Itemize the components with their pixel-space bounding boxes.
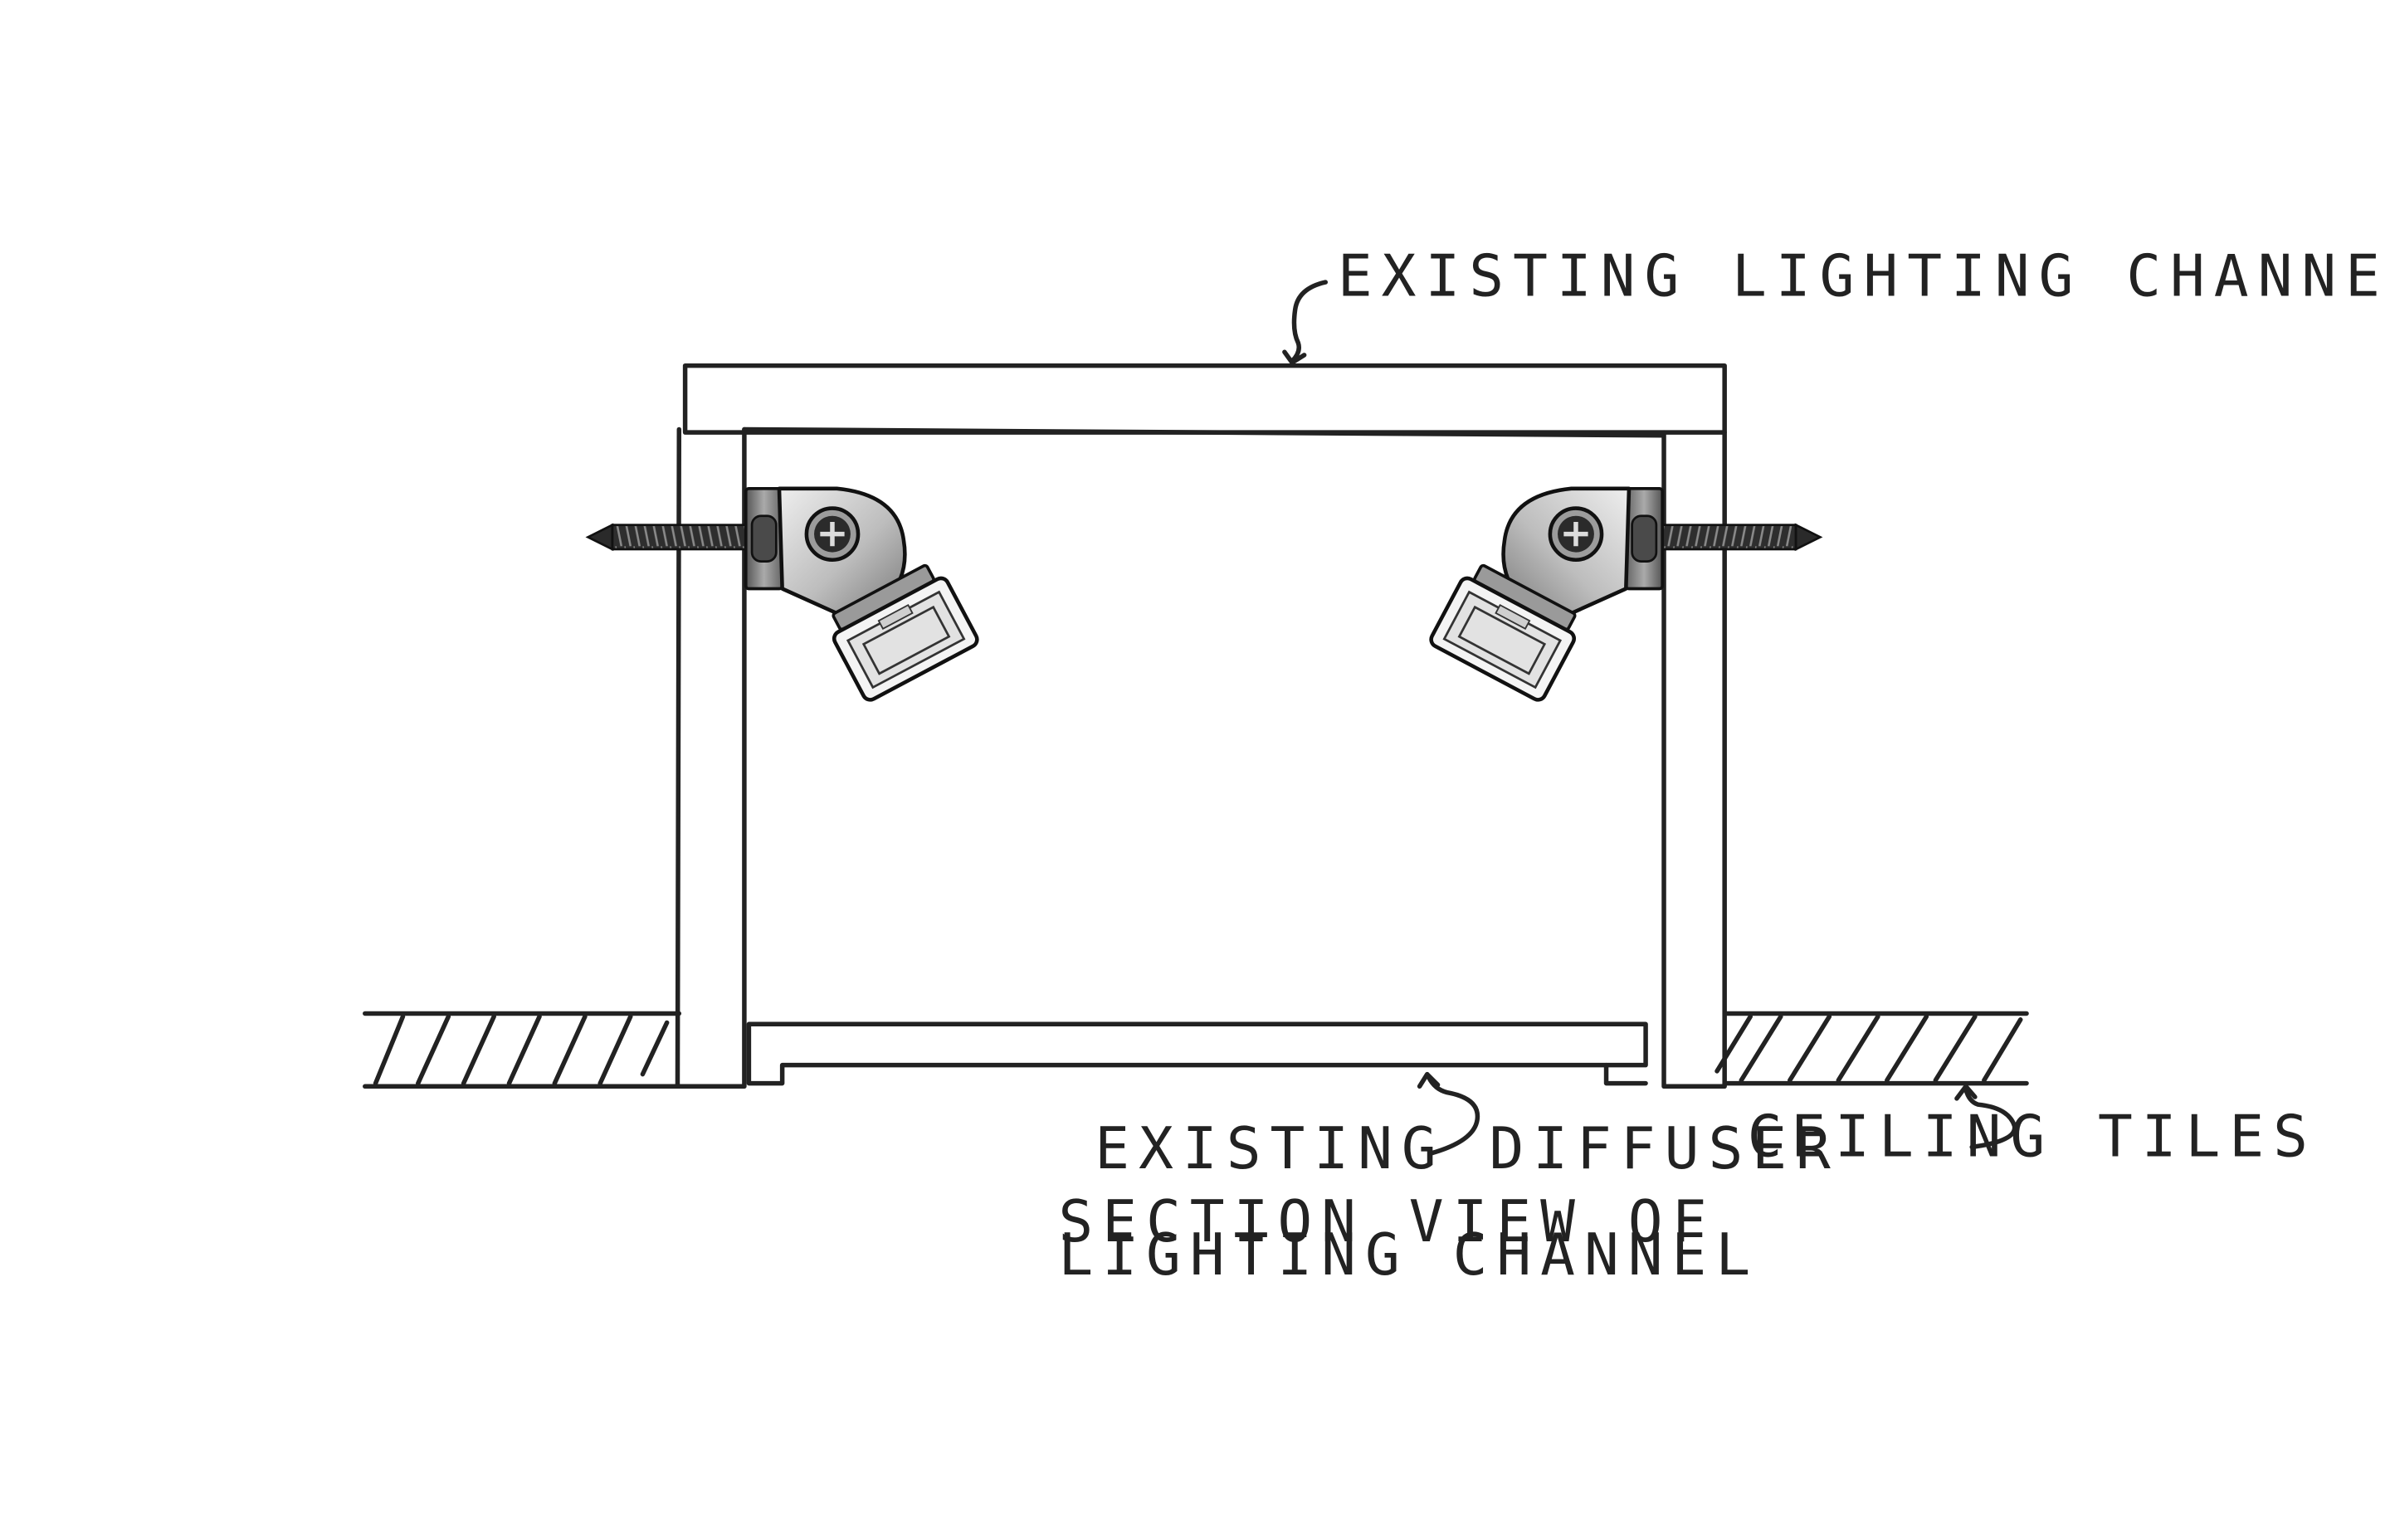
channel-leader-arrow (1282, 280, 1329, 365)
ceiling-tile-right (1714, 1011, 2029, 1086)
diffuser-leader-arrow (1417, 1071, 1480, 1156)
channel-top-beam (682, 363, 1727, 435)
title-line-2: LIGHTING CHANNEL (1058, 1222, 1759, 1289)
right-spotlight-icon (1428, 489, 1820, 703)
diffuser-label: EXISTING DIFFUSER (1095, 1116, 1840, 1182)
diffuser (746, 1021, 1648, 1086)
tiles-label: CEILING TILES (1748, 1104, 2317, 1170)
left-spotlight-icon (588, 489, 980, 703)
ceiling-tile-left (363, 1011, 682, 1089)
channel-label: EXISTING LIGHTING CHANNEL (1338, 244, 2390, 310)
title-line-1: SECTION VIEW OF (1058, 1189, 1715, 1255)
tiles-leader-arrow (1954, 1084, 2017, 1150)
